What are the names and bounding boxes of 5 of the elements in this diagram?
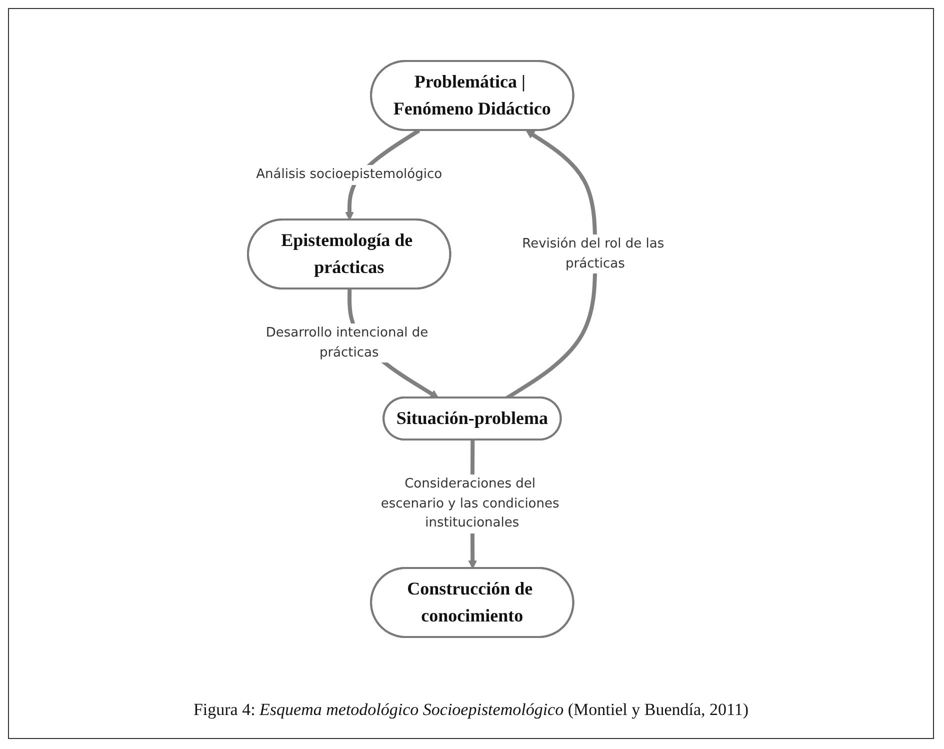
edge-label: Consideraciones del escenario y las condiciones institucionales — [381, 476, 560, 530]
edge-label: Análisis socioepistemológico — [256, 166, 442, 182]
edge-label: Desarrollo intencional de prácticas — [266, 325, 429, 360]
edge-label: Revisión del rol de las prácticas — [522, 236, 664, 271]
figure-caption: Figura 4: Esquema metodológico Socioepistemológico (Montiel y Buendía, 2011) — [192, 700, 750, 720]
